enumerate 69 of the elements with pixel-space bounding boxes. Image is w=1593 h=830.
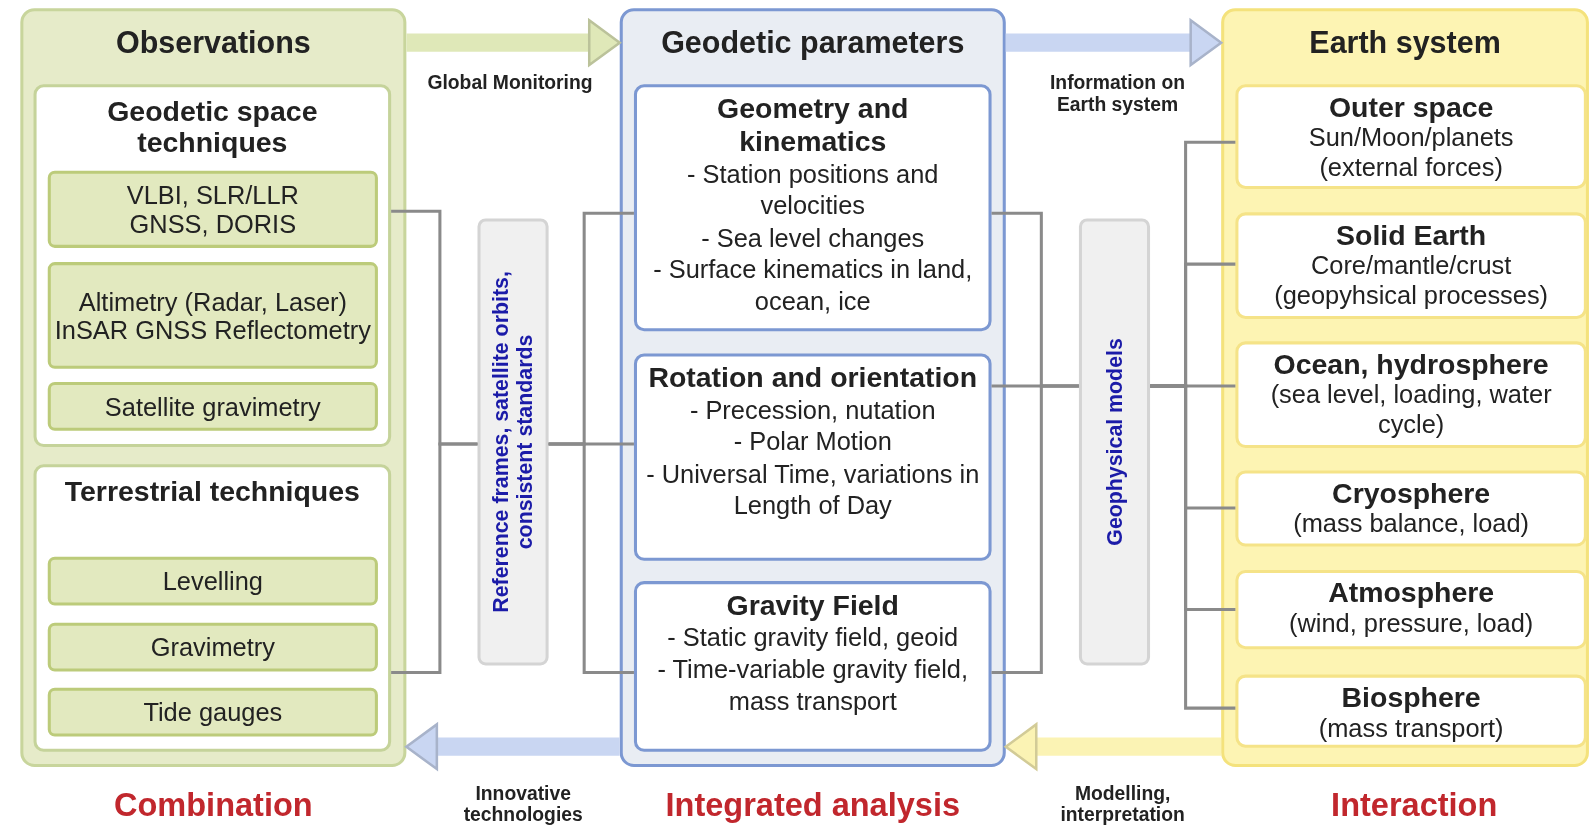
box-heading: Cryosphere	[1332, 477, 1491, 510]
technique-box	[47, 622, 378, 672]
box-heading: Geodetic parameters	[661, 25, 965, 61]
band-label: Reference frames, satellite orbits, consistent standards	[487, 270, 538, 615]
box-heading: Terrestrial techniques	[64, 475, 360, 508]
box-text: (mass balance, load)	[1293, 509, 1529, 539]
box-heading: Gravity Field	[726, 588, 899, 622]
vertical-band	[1078, 218, 1151, 666]
panel	[1221, 8, 1589, 768]
connector-line	[991, 384, 1079, 675]
box-heading: Observations	[115, 25, 311, 61]
box-heading: Geodetic space techniques	[106, 95, 319, 160]
box-text: - Surface kinematics in land, ocean, ice	[652, 253, 974, 317]
category-box	[1235, 674, 1587, 748]
group-box	[33, 464, 392, 752]
box-heading: Atmosphere	[1328, 577, 1495, 609]
technique-box	[47, 262, 378, 369]
box-text: - Precession, nutation	[689, 394, 936, 426]
category-box	[633, 84, 992, 332]
connector-line	[1150, 384, 1236, 710]
vertical-band	[477, 218, 549, 666]
category-box	[1235, 212, 1587, 319]
connector-line	[391, 442, 478, 675]
technique-label: Altimetry (Radar, Laser) InSAR GNSS Reflectometry	[53, 287, 372, 344]
technique-label: VLBI, SLR/LLR GNSS, DORIS	[125, 180, 300, 238]
category-box	[1235, 470, 1587, 547]
box-text: (wind, pressure, load)	[1289, 608, 1534, 639]
category-box	[1235, 84, 1587, 189]
panel	[20, 8, 407, 768]
box-text: - Static gravity field, geoid	[667, 621, 959, 654]
box-heading: Solid Earth	[1336, 219, 1487, 252]
box-text: - Time-variable gravity field, mass transport	[656, 653, 969, 717]
technique-box	[47, 382, 378, 431]
box-heading: Biosphere	[1341, 681, 1481, 714]
category-box	[1235, 341, 1587, 449]
box-text: (mass transport)	[1318, 713, 1504, 743]
category-box	[633, 353, 992, 561]
box-text: Sun/Moon/planets (external forces)	[1307, 123, 1515, 182]
box-heading: Ocean, hydrosphere	[1273, 348, 1549, 381]
technique-box	[47, 170, 378, 248]
category-box	[1235, 569, 1587, 650]
technique-label: Tide gauges	[143, 697, 283, 727]
group-box	[33, 84, 392, 447]
box-heading: Earth system	[1309, 25, 1501, 61]
box-text: (sea level, loading, water cycle)	[1269, 380, 1553, 439]
box-text: - Universal Time, variations in Length of Day	[645, 457, 981, 521]
box-text: - Sea level changes	[701, 222, 925, 254]
box-text: - Station positions and velocities	[686, 158, 940, 222]
block-arrow	[1005, 19, 1223, 67]
technique-label: Levelling	[162, 566, 263, 596]
section-caption: Combination	[114, 786, 313, 824]
technique-label: Gravimetry	[150, 632, 275, 662]
box-text: Core/mantle/crust (geopyhsical processes)	[1273, 251, 1550, 310]
technique-label: Satellite gravimetry	[104, 392, 321, 421]
box-heading: Outer space	[1328, 91, 1494, 124]
connector-line	[548, 442, 634, 675]
box-heading: Rotation and orientation	[648, 360, 978, 395]
box-heading: Geometry and kinematics	[716, 91, 910, 159]
technique-box	[47, 687, 378, 737]
panel	[619, 8, 1006, 768]
block-arrow	[406, 19, 621, 67]
block-arrow	[405, 723, 620, 771]
category-box	[633, 581, 992, 752]
band-label: Geophysical models	[1101, 337, 1128, 548]
section-caption: Interaction	[1331, 786, 1498, 824]
block-arrow	[1004, 723, 1222, 771]
box-text: - Polar Motion	[733, 426, 892, 458]
section-caption: Integrated analysis	[665, 786, 960, 824]
technique-box	[47, 556, 378, 606]
